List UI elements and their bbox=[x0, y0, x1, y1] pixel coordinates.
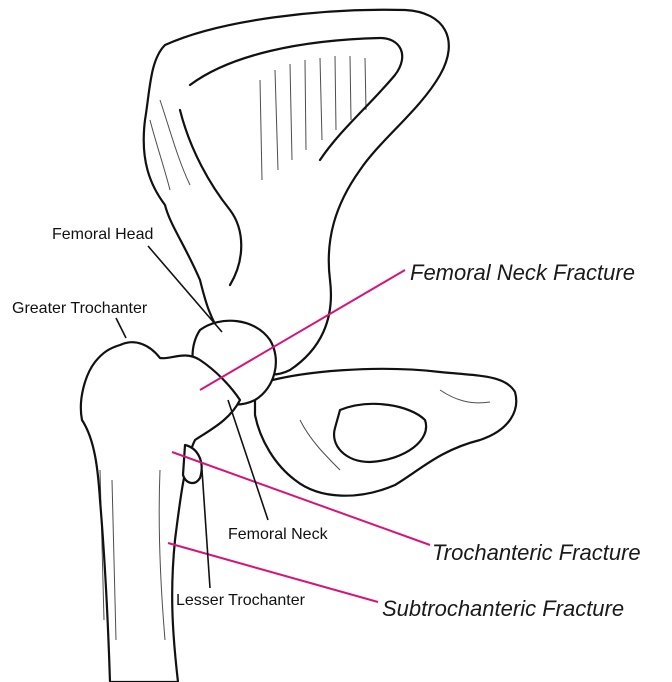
lesser-trochanter-bone bbox=[183, 445, 202, 483]
ilium-bone bbox=[144, 10, 449, 375]
femoral-neck-label: Femoral Neck bbox=[228, 526, 328, 544]
femoral-neck-fracture-label: Femoral Neck Fracture bbox=[410, 260, 635, 286]
femoral-head-label: Femoral Head bbox=[52, 226, 153, 244]
subtrochanteric-fracture-label: Subtrochanteric Fracture bbox=[382, 596, 624, 622]
lesser-trochanter-leader bbox=[202, 470, 210, 588]
femur-bone bbox=[81, 342, 240, 682]
trochanteric-fracture-label: Trochanteric Fracture bbox=[432, 540, 641, 566]
greater-trochanter-leader bbox=[116, 318, 126, 338]
greater-trochanter-label: Greater Trochanter bbox=[12, 300, 147, 318]
lesser-trochanter-label: Lesser Trochanter bbox=[176, 592, 305, 610]
